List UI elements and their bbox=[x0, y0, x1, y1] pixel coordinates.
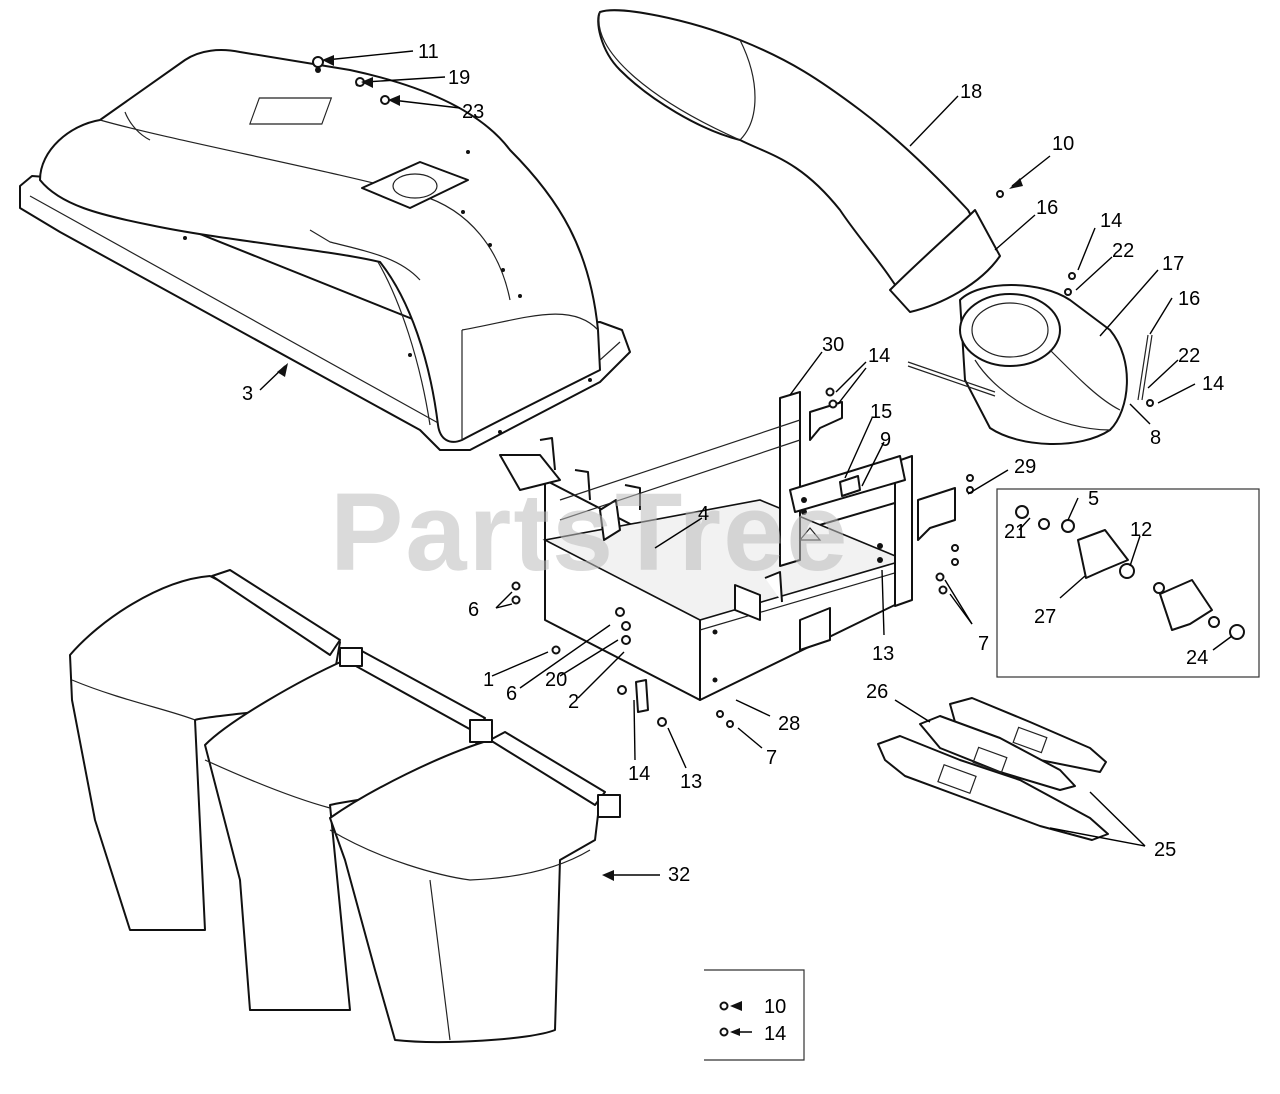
callout-14: 14 bbox=[1202, 373, 1224, 395]
callout-21: 21 bbox=[1004, 521, 1026, 543]
callout-2: 2 bbox=[568, 691, 579, 713]
watermark: PartsTree bbox=[330, 471, 849, 594]
callout-7: 7 bbox=[766, 747, 777, 769]
chute-elbow bbox=[907, 284, 1153, 445]
callout-4: 4 bbox=[698, 503, 709, 525]
callout-7: 7 bbox=[978, 633, 989, 655]
callout-30: 30 bbox=[822, 334, 844, 356]
callout-14: 14 bbox=[628, 763, 650, 785]
callout-10: 10 bbox=[1052, 133, 1074, 155]
callout-14: 14 bbox=[868, 345, 890, 367]
callout-17: 17 bbox=[1162, 253, 1184, 275]
callout-28: 28 bbox=[778, 713, 800, 735]
detail-inset bbox=[996, 488, 1260, 678]
callout-labels: 11 19 23 3 18 10 16 14 22 17 16 22 14 8 … bbox=[242, 41, 1224, 1045]
callout-12: 12 bbox=[1130, 519, 1152, 541]
callout-16: 16 bbox=[1036, 197, 1058, 219]
callout-20: 20 bbox=[545, 669, 567, 691]
callout-22: 22 bbox=[1178, 345, 1200, 367]
legend-arrow-10 bbox=[730, 1001, 742, 1011]
callout-32: 32 bbox=[668, 864, 690, 886]
callout-24: 24 bbox=[1186, 647, 1208, 669]
legend-10: 10 bbox=[764, 996, 786, 1018]
mounting-frame bbox=[499, 391, 956, 701]
leader-lines bbox=[259, 50, 1233, 1036]
callout-9: 9 bbox=[880, 429, 891, 451]
callout-15: 15 bbox=[870, 401, 892, 423]
callout-18: 18 bbox=[960, 81, 982, 103]
legend-14: 14 bbox=[764, 1023, 786, 1045]
callout-6: 6 bbox=[506, 683, 517, 705]
callout-5: 5 bbox=[1088, 488, 1099, 510]
callout-6: 6 bbox=[468, 599, 479, 621]
hardware bbox=[312, 56, 1154, 728]
callout-1: 1 bbox=[483, 669, 494, 691]
callout-14: 14 bbox=[1100, 210, 1122, 232]
grass-bags bbox=[69, 569, 621, 1043]
callout-8: 8 bbox=[1150, 427, 1161, 449]
callout-29: 29 bbox=[1014, 456, 1036, 478]
callout-13: 13 bbox=[872, 643, 894, 665]
callout-23: 23 bbox=[462, 101, 484, 123]
callout-26: 26 bbox=[866, 681, 888, 703]
hopper-lid bbox=[19, 49, 631, 451]
hardware-legend bbox=[704, 969, 805, 1061]
mower-blades bbox=[877, 697, 1109, 841]
callout-22: 22 bbox=[1112, 240, 1134, 262]
callout-3: 3 bbox=[242, 383, 253, 405]
callout-13: 13 bbox=[680, 771, 702, 793]
callout-11: 11 bbox=[418, 41, 439, 63]
discharge-chute bbox=[597, 9, 1001, 313]
callout-25: 25 bbox=[1154, 839, 1176, 861]
callout-19: 19 bbox=[448, 67, 470, 89]
callout-16: 16 bbox=[1178, 288, 1200, 310]
callout-27: 27 bbox=[1034, 606, 1056, 628]
